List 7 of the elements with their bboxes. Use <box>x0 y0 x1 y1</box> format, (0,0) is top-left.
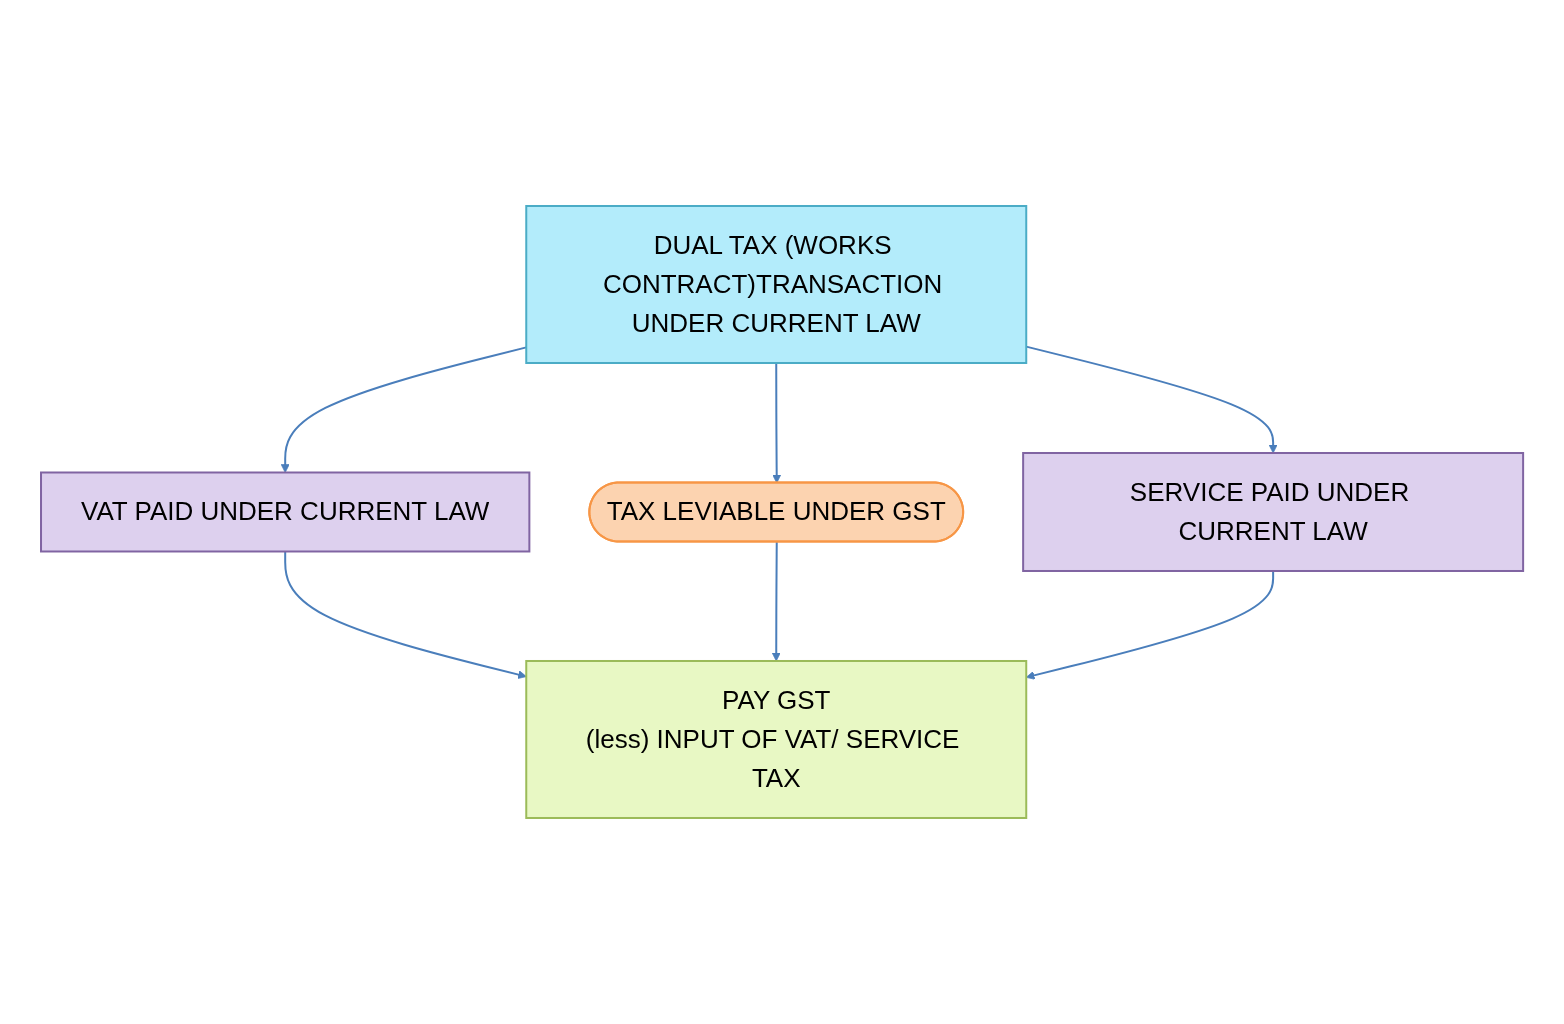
arrow <box>772 362 781 484</box>
node-box: DUAL TAX (WORKS CONTRACT)TRANSACTION UNDER CURRENT LAW <box>525 205 1028 364</box>
node-box: VAT PAID UNDER CURRENT LAW <box>39 471 531 553</box>
arrow <box>771 541 781 662</box>
node-box: PAY GST (less) INPUT OF VAT/ SERVICE TAX <box>525 660 1028 819</box>
arrow <box>284 550 527 679</box>
node-box: SERVICE PAID UNDER CURRENT LAW <box>1022 452 1525 572</box>
